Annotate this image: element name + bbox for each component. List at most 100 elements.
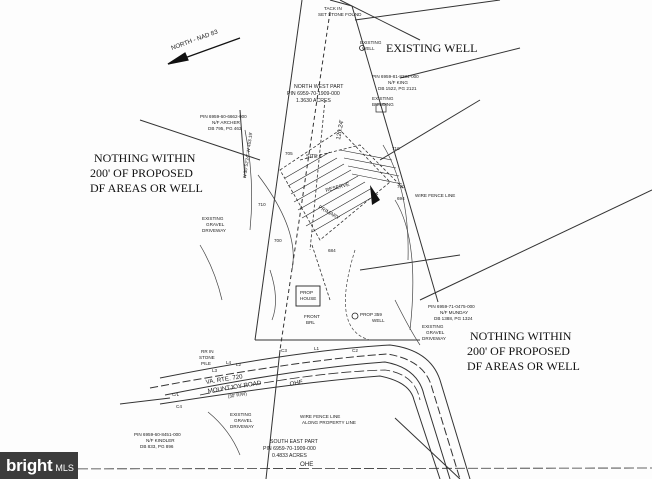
- ohe-line-upper: [199, 369, 421, 401]
- southeast-west-line: [265, 349, 281, 479]
- brightmls-watermark: bright MLS: [0, 452, 78, 479]
- driveway-left-3: DRIVEWAY: [202, 228, 226, 233]
- contour-label-700-east: 700: [397, 184, 405, 189]
- road-extension-west: [119, 397, 171, 405]
- road-rw-label: (30' R/W): [227, 391, 247, 399]
- fence-note-lower-1: WIRE FENCE LINE: [300, 414, 340, 419]
- prop-well-marker: [351, 312, 359, 320]
- munday-line-2: [359, 254, 461, 271]
- nw-part-acres: 1.3630 ACRES: [296, 98, 331, 104]
- archer-line-2: [139, 119, 261, 161]
- dimension-west: N 36°52'24" W 453.19': [242, 132, 253, 178]
- prop-house-outline: [295, 285, 321, 307]
- parcel-kindler-owner: N/F KINDLER: [146, 438, 175, 443]
- road-label-c2: C2: [352, 348, 358, 353]
- setback-line-west: [279, 11, 331, 351]
- parcel-archer-deed: DB 795, PG 463: [208, 126, 242, 131]
- driveway-bottom-1: EXISTING: [230, 412, 252, 417]
- southeast-east-line: [394, 417, 461, 479]
- archer-line: [239, 109, 246, 179]
- driveway-left-edge: [199, 244, 223, 301]
- east-boundary-line: [351, 5, 439, 303]
- nw-part-pin: PIN 6959-70-1909-000: [287, 91, 340, 97]
- right-note-line-3: DF AREAS OR WELL: [467, 359, 580, 373]
- existing-building-outline: [375, 103, 387, 113]
- stone-label-3: PILE: [201, 361, 211, 366]
- north-arrow: [167, 37, 241, 65]
- centerline-dashed: [309, 99, 326, 251]
- contour-east: [382, 144, 409, 261]
- se-part-pin: PIN 6959-70-1909-000: [263, 446, 316, 452]
- nw-part-title: NORTH WEST PART: [294, 84, 344, 90]
- road-label-l1: L1: [314, 346, 320, 351]
- prop-house-label-2: HOUSE: [300, 296, 316, 301]
- driveway-right-2: GRAVEL: [426, 330, 445, 335]
- drainfield-outline: [279, 129, 391, 241]
- front-brl-2: BRL: [306, 320, 315, 325]
- ohe-label-lower: OHE: [300, 461, 313, 468]
- ohe-line-lower: [0, 467, 652, 470]
- road-label-l2: L2: [236, 362, 242, 367]
- small-existing-well-2: WELL: [362, 46, 375, 51]
- road-edge-offset: [159, 375, 441, 479]
- road-label-cl: C/L: [172, 392, 180, 397]
- se-part-title: SOUTH EAST PART: [270, 439, 319, 445]
- parcel-kindler-deed: DB 833, PG 896: [140, 444, 174, 449]
- driveway-bottom-3: DRIVEWAY: [230, 424, 254, 429]
- small-existing-well-1: EXISTING: [360, 40, 382, 45]
- stone-label-2: STONE: [199, 355, 215, 360]
- road-label-l4: L4: [226, 360, 232, 365]
- munday-line: [419, 189, 652, 301]
- contour-label-710-west: 710: [258, 202, 266, 207]
- top-corner-label-1: TACK IN: [324, 6, 342, 11]
- prop-well-label-1: PROP 359: [360, 312, 382, 317]
- parcel-archer-pin: PIN 6959-60-6662-000: [200, 114, 247, 119]
- parcel-kindler-pin: PIN 6959-60-8451-000: [134, 432, 181, 437]
- parcel-munday-owner: N/F MUNDAY: [440, 310, 468, 315]
- ohe-label-upper: OHE: [289, 379, 303, 388]
- reserve-outline: [299, 144, 406, 191]
- contour-label-710-east: 710: [392, 146, 400, 151]
- prop-house-label-1: PROP: [300, 290, 313, 295]
- right-note-line-2: 200' OF PROPOSED: [467, 344, 570, 358]
- parcel-king-deed: DB 1522, PG 2121: [378, 86, 417, 91]
- top-corner-line: [329, 0, 353, 7]
- drainfield-marker: [370, 185, 380, 205]
- top-corner-label-2: SET STONE FOUND: [318, 12, 362, 17]
- contour-label-684: 684: [328, 248, 336, 253]
- road-centerline: [149, 353, 461, 479]
- parcel-munday-deed: DB 1388, PG 1324: [434, 316, 473, 321]
- existing-building-label-2: BUILDING: [372, 102, 394, 107]
- front-brl-1: FRONT: [304, 314, 320, 319]
- house-line-dashed: [311, 244, 331, 301]
- king-line-2: [379, 99, 481, 161]
- left-note-line-3: DF AREAS OR WELL: [90, 181, 203, 195]
- primary-label: PRIMARY: [317, 205, 341, 222]
- driveway-left-2: GRAVEL: [206, 222, 225, 227]
- contour-west: [244, 129, 253, 231]
- watermark-suffix: MLS: [55, 462, 74, 473]
- west-boundary-line: [254, 0, 303, 341]
- contour-label-705: 705: [285, 151, 293, 156]
- road-label-c3: C3: [281, 348, 287, 353]
- north-tie-line: [354, 0, 501, 21]
- contour-lower: [269, 269, 276, 321]
- dimension-120: 120.24': [335, 119, 345, 140]
- road-label-l3: L3: [212, 368, 218, 373]
- fence-note-lower-2: ALONG PROPERTY LINE: [302, 420, 356, 425]
- existing-well-note: EXISTING WELL: [386, 41, 477, 55]
- watermark-brand: bright: [6, 455, 53, 475]
- road-label-c4: C4: [176, 404, 182, 409]
- driveway-right-3: DRIVEWAY: [422, 336, 446, 341]
- existing-building-label-1: EXISTING: [372, 96, 394, 101]
- road-edge-south: [164, 361, 451, 479]
- contour-label-694: 694: [397, 196, 405, 201]
- driveway-right-1: EXISTING: [422, 324, 444, 329]
- contour-east-2: [394, 199, 414, 331]
- top-tie-line: [339, 0, 421, 41]
- driveway-bottom-2: GRAVEL: [234, 418, 253, 423]
- driveway-left-1: EXISTING: [202, 216, 224, 221]
- prop-well-label-2: WELL: [372, 318, 385, 323]
